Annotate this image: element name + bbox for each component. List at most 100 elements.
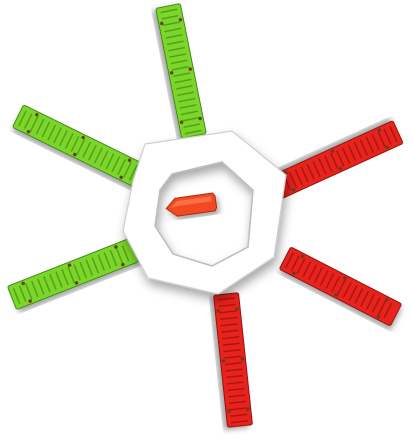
arms-layer	[7, 3, 404, 428]
arm-lower-left-body	[7, 238, 139, 310]
arm-rivet	[35, 112, 39, 117]
arm-lower-right	[279, 247, 402, 326]
arm-rivet	[245, 407, 250, 411]
arm-ridge	[82, 141, 92, 158]
arm-ridge	[324, 155, 333, 172]
arm-lower-left	[7, 238, 139, 310]
arm-ridge	[325, 273, 335, 289]
arm-ridge	[161, 14, 179, 20]
arm-ridge	[288, 171, 298, 188]
arm-rivet	[169, 71, 174, 75]
arm-rivet	[292, 271, 296, 276]
arm-rivet	[227, 409, 231, 413]
arm-ridge	[348, 285, 358, 301]
arm-ridge	[55, 271, 63, 288]
arm-ridge	[175, 85, 193, 90]
arm-rivet	[385, 145, 389, 150]
arm-lower-right-body	[279, 247, 402, 326]
arm-ridge	[331, 276, 341, 292]
arm-rivet	[300, 254, 305, 259]
arm-ridge	[365, 293, 375, 310]
arm-ridge	[300, 166, 309, 183]
arm-rivet	[179, 120, 184, 125]
arm-rivet	[198, 116, 202, 121]
arm-rivet	[377, 128, 382, 132]
arm-ridge	[18, 110, 27, 127]
arm-top	[155, 3, 207, 139]
arm-rivet	[216, 309, 221, 313]
arm-rivet	[127, 158, 132, 163]
arm-ridge	[225, 368, 243, 372]
arm-ridge	[109, 249, 118, 267]
arm-ridge	[174, 78, 192, 84]
arm-ridge	[223, 349, 241, 353]
arm-ridge	[111, 156, 121, 173]
arm-bottom-body	[213, 292, 253, 428]
arm-ridge	[284, 252, 294, 269]
arm-rivet	[121, 262, 125, 267]
arm-ridge	[168, 46, 186, 52]
arm-ridge	[70, 136, 80, 152]
arm-ridge	[37, 278, 45, 295]
arm-ridge	[79, 261, 87, 279]
hub-layer	[122, 130, 287, 295]
arm-ridge	[294, 169, 303, 186]
arm-ridge	[166, 40, 184, 46]
arm-ridge	[230, 413, 248, 417]
arm-rivet	[240, 357, 245, 361]
arm-rivet	[385, 297, 389, 302]
arm-ridge	[229, 407, 247, 411]
arm-ridge	[160, 8, 178, 14]
arm-ridge	[312, 161, 321, 178]
arm-upper-left	[12, 104, 146, 188]
arm-ridge	[371, 134, 380, 151]
arm-ridge	[105, 153, 115, 170]
center-layer	[165, 192, 218, 217]
arm-ridge	[365, 136, 374, 153]
arm-ridge	[99, 150, 109, 167]
arm-ridge	[18, 285, 27, 302]
arm-ridge	[222, 336, 240, 340]
arm-ridge	[103, 252, 112, 269]
arm-ridge	[24, 283, 33, 300]
arm-ridge	[219, 310, 237, 314]
arm-ridge	[313, 267, 323, 284]
arm-ridge	[319, 270, 329, 286]
arm-ridge	[85, 259, 94, 276]
arm-ridge	[347, 144, 357, 161]
arm-rivet	[221, 359, 226, 363]
arm-ridge	[330, 152, 339, 170]
arm-ridge	[226, 374, 244, 379]
arm-ridge	[342, 282, 352, 298]
arm-ridge	[221, 329, 239, 333]
arm-ridge	[47, 124, 57, 141]
arm-ridge	[180, 110, 198, 116]
arm-rivet	[178, 17, 183, 22]
arm-ridge	[31, 280, 39, 298]
arm-ridge	[165, 34, 183, 39]
arm-ridge	[308, 264, 318, 281]
arm-rivet	[73, 152, 77, 157]
arm-ridge	[49, 273, 57, 291]
arm-rivet	[67, 263, 72, 267]
arm-ridge	[178, 97, 196, 103]
center-piece-highlight	[170, 196, 212, 209]
arm-ridge	[12, 288, 21, 305]
hub-inner-edge	[154, 161, 254, 267]
arm-rivet	[26, 129, 31, 134]
arm-rivet	[291, 188, 296, 192]
arm-ridge	[173, 72, 191, 77]
center-piece-body	[165, 192, 218, 217]
arm-rivet	[338, 166, 343, 171]
arm-rivet	[330, 149, 335, 154]
arm-ridge	[41, 121, 51, 138]
arm-rivet	[334, 293, 338, 297]
arm-ridge	[302, 261, 312, 278]
arm-ridge	[226, 381, 244, 385]
arm-ridge	[29, 116, 39, 132]
arm-ridge	[117, 159, 127, 175]
arm-ridge	[224, 355, 242, 359]
arm-ridge	[76, 138, 86, 155]
arm-ridge	[183, 123, 201, 128]
